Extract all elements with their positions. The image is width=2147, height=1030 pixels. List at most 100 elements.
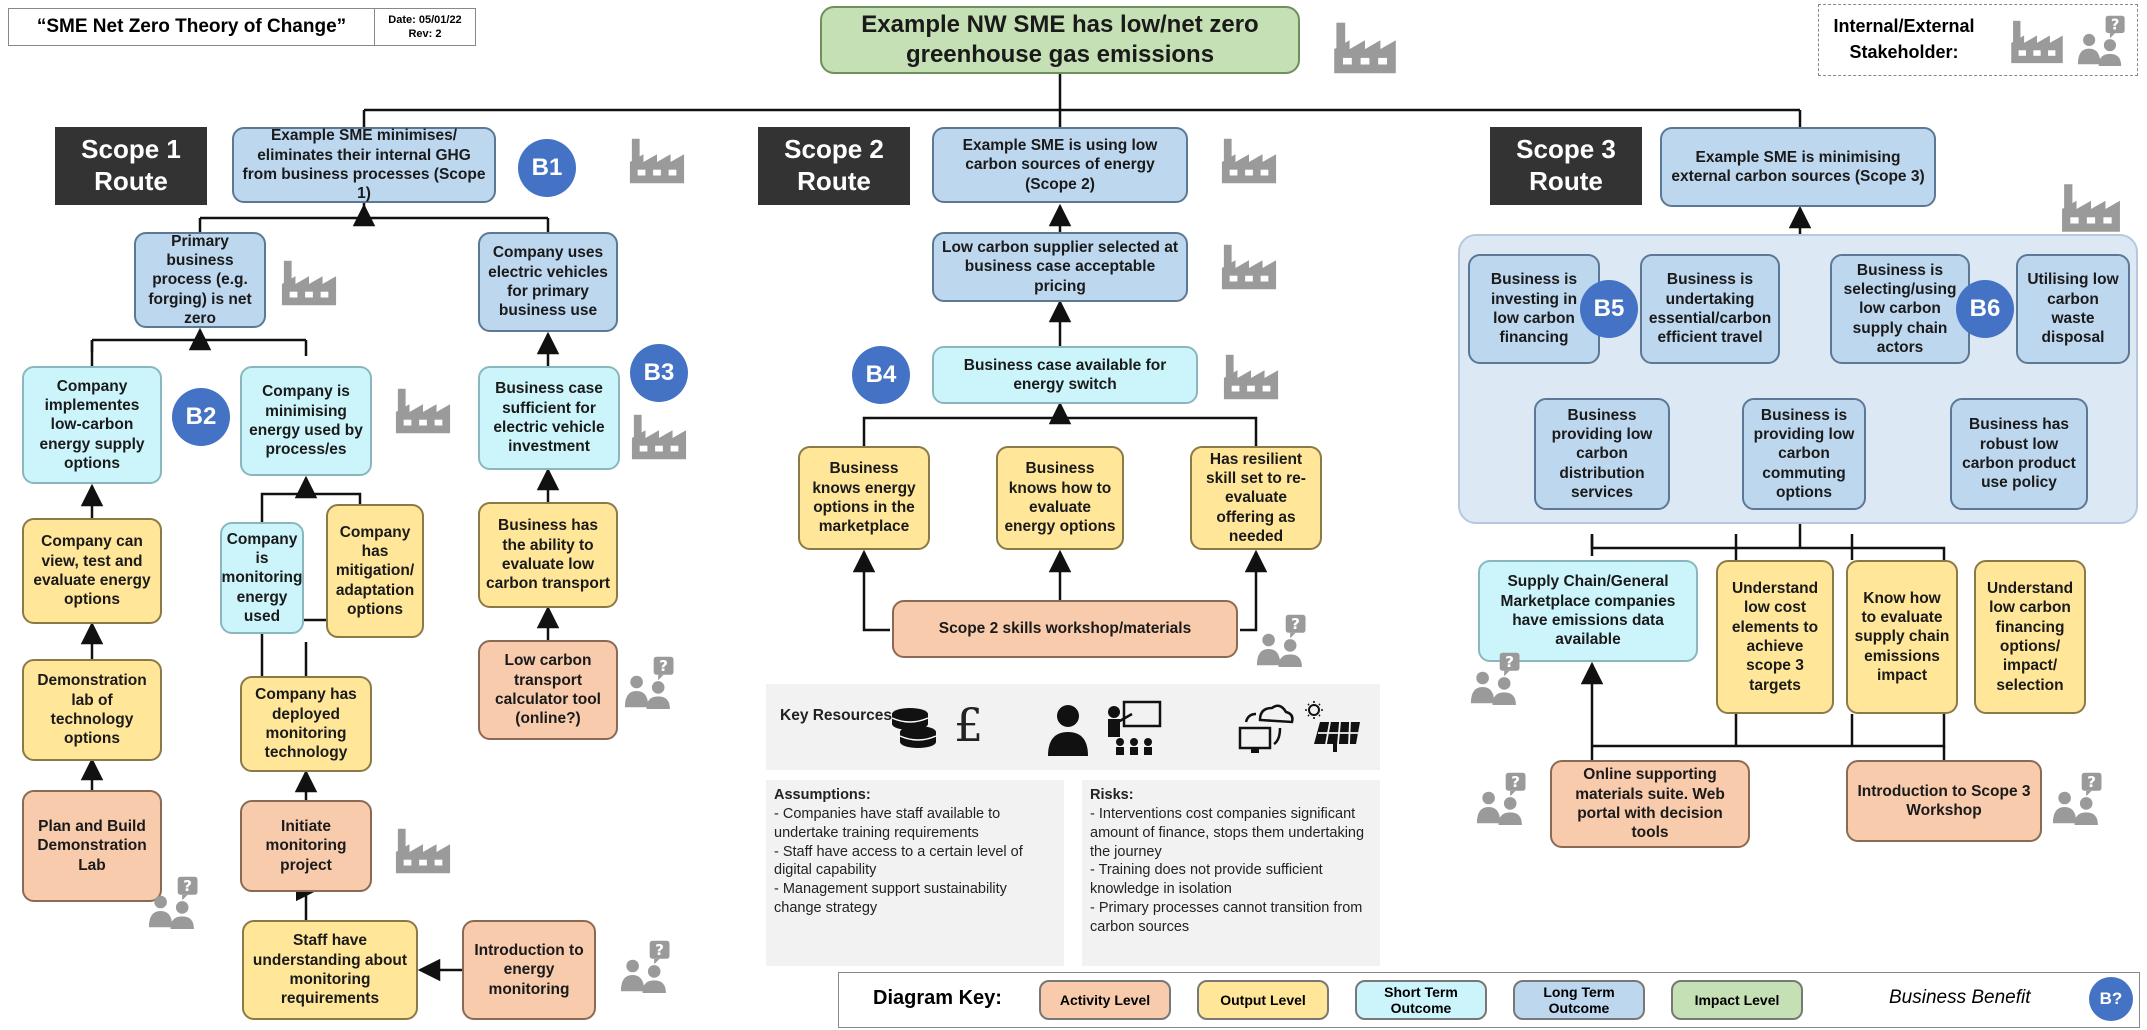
assumptions-panel: Assumptions: - Companies have staff avai… bbox=[766, 780, 1064, 966]
scope3-title-line1: Scope 3 bbox=[1516, 134, 1616, 165]
assumptions-title: Assumptions: bbox=[774, 787, 871, 803]
scope2-title-line1: Scope 2 bbox=[784, 134, 884, 165]
link-s3-bottom-bar bbox=[1592, 714, 1946, 748]
s1-electric-vehicles-node: Company uses electric vehicles for prima… bbox=[478, 232, 618, 332]
date-text: Date: 05/01/22 bbox=[388, 13, 462, 26]
s1-minimising-node: Company is minimising energy used by pro… bbox=[240, 366, 372, 476]
factory-icon bbox=[1332, 20, 1398, 76]
stakeholder-people-icon bbox=[1256, 612, 1310, 668]
s1-demo-lab-node: Demonstration lab of technology options bbox=[22, 659, 162, 761]
s1-calculator-node: Low carbon transport calculator tool (on… bbox=[478, 640, 618, 740]
s3-financing-node: Business is investing in low carbon fina… bbox=[1468, 254, 1600, 364]
scope2-title: Scope 2 Route bbox=[758, 127, 910, 205]
s1-long-term-node: Example SME minimises/ eliminates their … bbox=[232, 127, 496, 203]
revision-info: Date: 05/01/22 Rev: 2 bbox=[374, 9, 475, 45]
key-short-term-outcome: Short Term Outcome bbox=[1355, 980, 1487, 1020]
assumption-item: - Staff have access to a certain level o… bbox=[774, 843, 1023, 879]
factory-icon bbox=[630, 412, 688, 462]
benefit-b1: B1 bbox=[518, 139, 576, 197]
s3-distribution-node: Business providing low carbon distributi… bbox=[1534, 398, 1670, 510]
benefit-b5: B5 bbox=[1580, 280, 1638, 338]
s3-online-materials-node: Online supporting materials suite. Web p… bbox=[1550, 760, 1750, 848]
impact-node: Example NW SME has low/net zero greenhou… bbox=[820, 6, 1300, 74]
s2-resilient-skills-node: Has resilient skill set to re-evaluate o… bbox=[1190, 446, 1322, 550]
stakeholder-people-icon bbox=[624, 654, 678, 710]
factory-icon bbox=[1222, 352, 1280, 402]
benefit-b2: B2 bbox=[172, 388, 230, 446]
s2-workshop-node: Scope 2 skills workshop/materials bbox=[892, 600, 1238, 658]
business-benefit-symbol: B? bbox=[2089, 977, 2133, 1021]
risks-panel: Risks: - Interventions cost companies si… bbox=[1082, 780, 1380, 966]
s2-knows-options-node: Business knows energy options in the mar… bbox=[798, 446, 930, 550]
s1-ability-evaluate-node: Business has the ability to evaluate low… bbox=[478, 502, 618, 608]
diagram-key: Diagram Key: Activity Level Output Level… bbox=[838, 972, 2140, 1028]
s3-low-cost-node: Understand low cost elements to achieve … bbox=[1716, 560, 1834, 714]
diagram-title: “SME Net Zero Theory of Change” bbox=[36, 16, 347, 37]
s3-financing-understanding-node: Understand low carbon financing options/… bbox=[1974, 560, 2086, 714]
scope3-title: Scope 3 Route bbox=[1490, 127, 1642, 205]
link-s2-knows-split bbox=[862, 404, 1258, 446]
factory-icon bbox=[280, 258, 338, 308]
pound-sign-icon: £ bbox=[954, 698, 984, 752]
benefit-b4: B4 bbox=[852, 346, 910, 404]
s3-travel-node: Business is undertaking essential/carbon… bbox=[1640, 254, 1780, 364]
risk-item: - Primary processes cannot transition fr… bbox=[1090, 900, 1363, 935]
s3-waste-node: Utilising low carbon waste disposal bbox=[2016, 254, 2130, 364]
key-resources-label: Key Resources: bbox=[780, 707, 898, 724]
stakeholder-people-icon bbox=[148, 874, 202, 930]
s1-staff-understanding-node: Staff have understanding about monitorin… bbox=[242, 920, 418, 1020]
link-s2-workshop-to-resilient bbox=[1240, 549, 1268, 632]
factory-icon bbox=[2009, 19, 2065, 65]
s3-commuting-node: Business is providing low carbon commuti… bbox=[1742, 398, 1866, 510]
factory-icon bbox=[394, 826, 452, 876]
link-s3-bottom-stubs bbox=[1734, 714, 1854, 746]
stakeholder-label: Internal/External Stakeholder: bbox=[1833, 16, 1975, 63]
s2-supplier-node: Low carbon supplier selected at business… bbox=[932, 232, 1188, 302]
cloud-computer-icon bbox=[1238, 704, 1294, 753]
s1-plan-build-lab-node: Plan and Build Demonstration Lab bbox=[22, 790, 162, 902]
s3-know-how-node: Know how to evaluate supply chain emissi… bbox=[1846, 560, 1958, 714]
s3-supply-chain-data-node: Supply Chain/General Marketplace compani… bbox=[1478, 560, 1698, 662]
s3-product-policy-node: Business has robust low carbon product u… bbox=[1950, 398, 2088, 510]
link-s3-outputs-stubs bbox=[1590, 534, 1854, 560]
s1-ev-business-case-node: Business case sufficient for electric ve… bbox=[478, 366, 620, 470]
s3-intro-workshop-node: Introduction to Scope 3 Workshop bbox=[1846, 760, 2042, 842]
link-impact-to-scopes bbox=[362, 73, 1802, 127]
s3-selecting-supply-chain-node: Business is selecting/using low carbon s… bbox=[1830, 254, 1970, 364]
solar-panel-icon bbox=[1305, 701, 1360, 752]
risks-title: Risks: bbox=[1090, 787, 1134, 803]
s3-long-term-node: Example SME is minimising external carbo… bbox=[1660, 127, 1936, 207]
key-output-level: Output Level bbox=[1197, 980, 1329, 1020]
link-s3-outputs-split bbox=[1590, 534, 1946, 560]
link-s1-primary bbox=[90, 330, 308, 356]
benefit-b3: B3 bbox=[630, 344, 688, 402]
stakeholder-people-icon bbox=[1470, 650, 1524, 706]
stakeholder-people-icon bbox=[2052, 770, 2106, 826]
diagram-header: “SME Net Zero Theory of Change” Date: 05… bbox=[8, 8, 476, 46]
s1-implements-node: Company implementes low-carbon energy su… bbox=[22, 366, 162, 484]
s2-knows-evaluate-node: Business knows how to evaluate energy op… bbox=[996, 446, 1124, 550]
link-s1-staff-to-initiate bbox=[295, 890, 316, 920]
scope1-title-line1: Scope 1 bbox=[81, 134, 181, 165]
s2-long-term-node: Example SME is using low carbon sources … bbox=[932, 127, 1188, 203]
stakeholder-people-icon bbox=[1476, 770, 1530, 826]
scope2-title-line2: Route bbox=[797, 166, 871, 196]
link-s1-split bbox=[198, 202, 550, 232]
key-impact-level: Impact Level bbox=[1671, 980, 1803, 1020]
key-resources-panel: Key Resources: £ bbox=[766, 684, 1380, 770]
trainer-icon bbox=[1108, 700, 1162, 755]
factory-icon bbox=[2060, 182, 2122, 234]
factory-icon bbox=[1220, 136, 1278, 186]
scope1-title: Scope 1 Route bbox=[55, 127, 207, 205]
factory-icon bbox=[628, 136, 686, 186]
business-benefit-label: Business Benefit bbox=[1889, 987, 2031, 1008]
rev-text: Rev: 2 bbox=[408, 28, 442, 40]
s1-monitoring-energy-node: Company is monitoring energy used bbox=[220, 522, 304, 634]
s1-primary-process-node: Primary business process (e.g. forging) … bbox=[134, 232, 266, 328]
diagram-key-label: Diagram Key: bbox=[873, 987, 1002, 1009]
s1-initiate-monitoring-node: Initiate monitoring project bbox=[240, 800, 372, 892]
s1-mitigation-node: Company has mitigation/ adaptation optio… bbox=[326, 504, 424, 638]
coins-icon bbox=[891, 708, 937, 748]
link-s2-workshop-to-knows bbox=[852, 549, 890, 632]
